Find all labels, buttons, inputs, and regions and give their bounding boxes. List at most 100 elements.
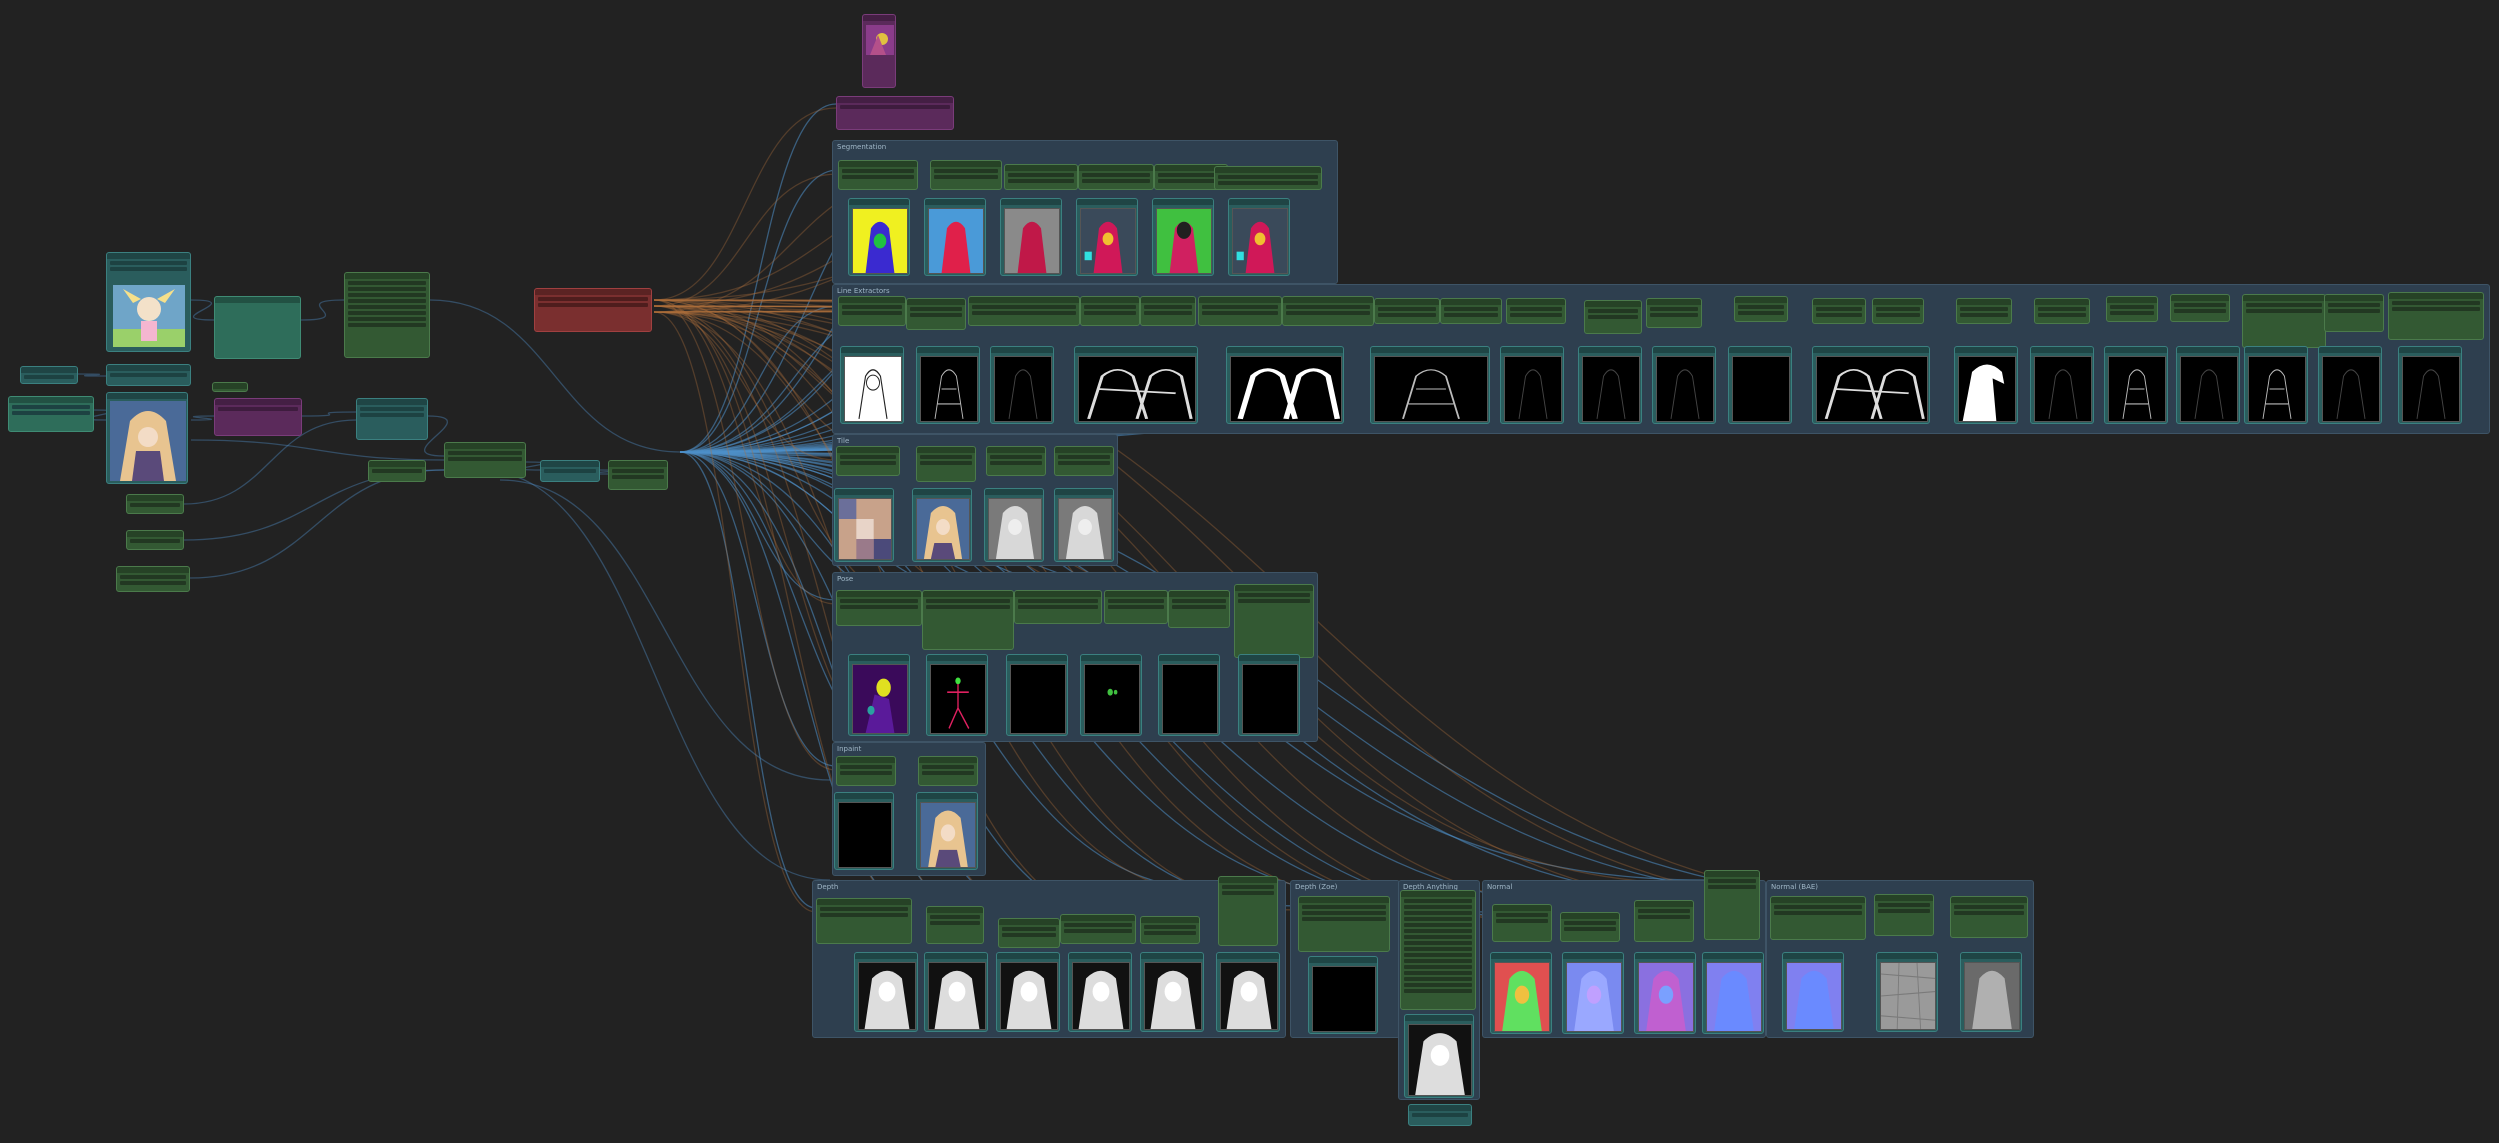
preview-image-node[interactable] [1490,952,1552,1034]
preview-image-node[interactable] [1238,654,1300,736]
node-header[interactable] [925,953,987,959]
preprocessor-node[interactable] [1400,890,1476,1010]
node-header[interactable] [21,367,77,373]
preprocessor-node[interactable] [1014,590,1102,624]
widget[interactable] [1708,879,1756,883]
node-header[interactable] [987,447,1045,453]
node-header[interactable] [1141,953,1203,959]
widget[interactable] [1638,915,1690,919]
preprocessor-node[interactable] [1054,446,1114,476]
preview-image-node[interactable] [1634,952,1696,1034]
widget[interactable] [2174,303,2226,307]
node-header[interactable] [1081,655,1141,661]
node-header[interactable] [1501,347,1563,353]
widget[interactable] [1144,931,1196,935]
preprocessor-node[interactable] [838,160,918,190]
widget[interactable] [1378,313,1436,317]
widget[interactable] [1202,305,1278,309]
widget[interactable] [612,475,664,479]
preprocessor-node[interactable] [1168,590,1230,628]
node-header[interactable] [835,793,893,799]
preview-image-node[interactable] [1080,654,1142,736]
preprocessor-node[interactable] [1214,166,1322,190]
node-header[interactable] [2399,347,2461,353]
widget[interactable] [24,375,74,379]
node-header[interactable] [1375,299,1439,305]
teal-green-node[interactable] [214,296,301,359]
widget[interactable] [1002,927,1056,931]
node-header[interactable] [1771,897,1865,903]
preview-image-node[interactable] [1702,952,1764,1034]
node-header[interactable] [1055,489,1113,495]
node-header[interactable] [2107,297,2157,303]
node-header[interactable] [1077,199,1137,205]
node-header[interactable] [1005,165,1077,171]
node-header[interactable] [1371,347,1489,353]
widget[interactable] [348,305,426,309]
preview-image-node[interactable] [1562,952,1624,1034]
widget[interactable] [348,323,426,327]
node-header[interactable] [1705,871,1759,877]
widget[interactable] [1878,909,1930,913]
preprocessor-node[interactable] [1634,900,1694,942]
node-header[interactable] [1235,585,1313,591]
preprocessor-node[interactable] [1198,296,1282,326]
preview-image-node[interactable] [1152,198,1214,276]
node-header[interactable] [445,443,525,449]
widget[interactable] [1286,305,1370,309]
widget[interactable] [922,771,974,775]
node-header[interactable] [1169,591,1229,597]
node-header[interactable] [2389,293,2483,299]
node-header[interactable] [1075,347,1197,353]
widget[interactable] [120,581,186,585]
red-node[interactable] [534,288,652,332]
widget[interactable] [1144,305,1192,309]
preview-image-node[interactable] [984,488,1044,562]
node-header[interactable] [849,655,909,661]
preview-image-node[interactable] [2030,346,2094,424]
node-header[interactable] [1309,957,1377,963]
widget[interactable] [934,169,998,173]
widget[interactable] [1816,313,1862,317]
widget[interactable] [1708,885,1756,889]
node-header[interactable] [1813,347,1929,353]
widget[interactable] [842,175,914,179]
preview-image-node[interactable] [2176,346,2240,424]
node-header[interactable] [1079,165,1153,171]
preprocessor-node[interactable] [1950,896,2028,938]
small-green-node-3[interactable] [116,566,190,592]
widget[interactable] [2110,305,2154,309]
widget[interactable] [840,455,896,459]
preview-image-node[interactable] [996,952,1060,1032]
preview-node-top[interactable] [862,14,896,88]
widget[interactable] [1816,307,1862,311]
node-header[interactable] [2319,347,2381,353]
widget[interactable] [1172,605,1226,609]
preprocessor-node[interactable] [1140,296,1196,326]
preview-image-node[interactable] [1308,956,1378,1034]
widget[interactable] [1444,307,1498,311]
node-header[interactable] [1491,953,1551,959]
widget[interactable] [926,605,1010,609]
preprocessor-node[interactable] [1078,164,1154,190]
preview-image-node[interactable] [1068,952,1132,1032]
settings-list-node[interactable] [344,272,430,358]
widget[interactable] [348,287,426,291]
preprocessor-node[interactable] [930,160,1002,190]
widget[interactable] [990,461,1042,465]
widget[interactable] [840,605,918,609]
preview-image-node[interactable] [1370,346,1490,424]
node-header[interactable] [213,383,247,389]
widget[interactable] [2038,307,2086,311]
node-header[interactable] [837,97,953,103]
small-green-node-2[interactable] [126,530,184,550]
load-image-node-3[interactable] [106,392,188,484]
node-header[interactable] [2171,295,2229,301]
preview-image-node[interactable] [1006,654,1068,736]
small-teal-node[interactable] [20,366,78,384]
preview-image-node[interactable] [2244,346,2308,424]
preprocessor-node[interactable] [1060,914,1136,944]
node-header[interactable] [609,461,667,467]
widget[interactable] [1588,315,1638,319]
preprocessor-node[interactable] [916,446,976,482]
